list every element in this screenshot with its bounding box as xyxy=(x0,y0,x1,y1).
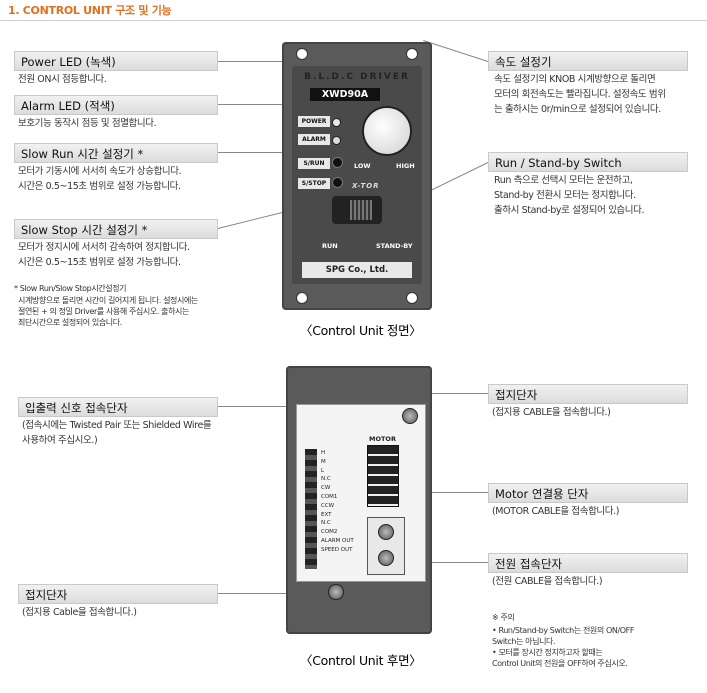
footnote-desc-1: 시계방향으로 돌리면 시간이 길어지게 됩니다. 설정시에는 xyxy=(18,296,198,305)
footnote-desc-2: 절연된 + 의 정밀 Driver를 사용해 주십시오. 출하시는 xyxy=(18,307,189,316)
leader-line xyxy=(218,152,300,153)
slow-stop-desc-1: 모터가 정지시에 서서히 감속하여 정지합니다. xyxy=(18,242,190,253)
note-line-1: • Run/Stand-by Switch는 전원의 ON/OFF xyxy=(492,626,635,635)
leader-line xyxy=(218,406,296,407)
standby-label: STAND-BY xyxy=(376,242,413,250)
run-standby-desc-1: Run 측으로 선택시 모터는 운전하고, xyxy=(494,175,633,186)
power-tag: POWER xyxy=(298,116,330,127)
mount-hole xyxy=(296,48,308,60)
note-line-4: Control Unit의 전원을 OFF하여 주십시오. xyxy=(492,659,628,668)
run-standby-desc-3: 출하시 Stand-by로 설정되어 있습니다. xyxy=(494,205,645,216)
slow-run-title: Slow Run 시간 설정기 * xyxy=(14,143,218,163)
slow-stop-trimmer[interactable] xyxy=(332,177,343,188)
alarm-led-title: Alarm LED (적색) xyxy=(14,95,218,115)
note-title: ※ 주의 xyxy=(492,613,515,622)
speed-set-desc-2: 모터의 회전속도는 빨라집니다. 설정속도 범위 xyxy=(494,89,666,100)
run-standby-switch[interactable] xyxy=(332,196,382,224)
speed-set-desc-1: 속도 설정기의 KNOB 시계방향으로 돌리면 xyxy=(494,74,656,85)
slow-run-trimmer[interactable] xyxy=(332,157,343,168)
front-caption: 〈Control Unit 정면〉 xyxy=(300,323,422,338)
speed-set-title: 속도 설정기 xyxy=(488,51,688,71)
ground-bottom-title: 접지단자 xyxy=(18,584,218,604)
leader-line xyxy=(410,393,488,394)
model-label: XWD90A xyxy=(310,88,380,101)
alarm-led xyxy=(332,136,341,145)
maker-label: SPG Co., Ltd. xyxy=(302,262,412,278)
terminal-screw xyxy=(378,524,394,540)
power-led xyxy=(332,118,341,127)
ground-screw-bottom[interactable] xyxy=(328,584,344,600)
io-terminal-block xyxy=(305,449,317,569)
knob-low-label: LOW xyxy=(354,162,371,170)
ground-bottom-desc: (접지용 Cable을 접속합니다.) xyxy=(22,607,137,618)
control-unit-front: B.L.D.C DRIVER XWD90A POWER ALARM S/RUN … xyxy=(282,42,432,310)
run-standby-desc-2: Stand-by 전환시 모터는 정지합니다. xyxy=(494,190,636,201)
slow-run-tag: S/RUN xyxy=(298,158,330,169)
run-standby-title: Run / Stand-by Switch xyxy=(488,152,688,172)
footnote-title: * Slow Run/Slow Stop시간설정기 xyxy=(14,284,127,293)
note-line-2: Switch는 아닙니다. xyxy=(492,637,556,646)
ground-top-title: 접지단자 xyxy=(488,384,688,404)
slow-run-desc-1: 모터가 기동시에 서서히 속도가 상승합니다. xyxy=(18,166,182,177)
page-title: 1. CONTROL UNIT 구조 및 기능 xyxy=(8,4,172,17)
back-caption: 〈Control Unit 후면〉 xyxy=(300,653,422,668)
io-terminal-desc-2: 사용하여 주십시오.) xyxy=(22,435,98,446)
mount-hole xyxy=(406,292,418,304)
power-terminal-title: 전원 접속단자 xyxy=(488,553,688,573)
note-line-3: • 모터를 장시간 정지하고자 할때는 xyxy=(492,648,603,657)
slow-stop-desc-2: 시간은 0.5~15초 범위로 설정 가능합니다. xyxy=(18,257,181,268)
ground-top-desc: (접지용 CABLE을 접속합니다.) xyxy=(492,407,611,418)
slow-run-desc-2: 시간은 0.5~15초 범위로 설정 가능합니다. xyxy=(18,181,181,192)
io-terminal-desc-1: (접속시에는 Twisted Pair 또는 Shielded Wire를 xyxy=(22,420,212,431)
front-panel: B.L.D.C DRIVER XWD90A POWER ALARM S/RUN … xyxy=(292,66,422,284)
motor-conn-title: Motor 연결용 단자 xyxy=(488,483,688,503)
alarm-tag: ALARM xyxy=(298,134,330,145)
motor-connector[interactable] xyxy=(367,445,399,507)
leader-line xyxy=(218,593,328,594)
leader-line xyxy=(400,562,488,563)
title-divider xyxy=(0,20,707,21)
leader-line xyxy=(218,104,298,105)
switch-lever[interactable] xyxy=(350,200,372,220)
io-terminal-title: 입출력 신호 접속단자 xyxy=(18,397,218,417)
mount-hole xyxy=(406,48,418,60)
footnote-desc-3: 최단시간으로 설정되어 있습니다. xyxy=(18,318,122,327)
leader-line xyxy=(218,61,288,62)
leader-line xyxy=(390,492,488,493)
slow-stop-title: Slow Stop 시간 설정기 * xyxy=(14,219,218,239)
power-led-desc: 전원 ON시 점등합니다. xyxy=(18,74,107,85)
motor-conn-desc: (MOTOR CABLE을 접속합니다.) xyxy=(492,506,620,517)
run-label: RUN xyxy=(322,242,338,250)
knob-high-label: HIGH xyxy=(396,162,415,170)
brand-label: B.L.D.C DRIVER xyxy=(304,72,410,82)
power-terminal-desc: (전원 CABLE을 접속합니다.) xyxy=(492,576,603,587)
speed-set-desc-3: 는 출하시는 0r/min으로 설정되어 있습니다. xyxy=(494,104,661,115)
terminal-screw xyxy=(378,550,394,566)
mount-hole xyxy=(296,292,308,304)
speed-knob[interactable] xyxy=(362,106,412,156)
slow-stop-tag: S/STOP xyxy=(298,178,330,189)
motor-label: MOTOR xyxy=(369,435,396,443)
alarm-led-desc: 보호기능 동작시 점등 및 점멸합니다. xyxy=(18,118,157,129)
power-led-title: Power LED (녹색) xyxy=(14,51,218,71)
leader-line xyxy=(423,40,489,62)
xtor-logo: X-TOR xyxy=(352,182,380,190)
ground-screw-top[interactable] xyxy=(402,408,418,424)
power-terminal-block[interactable] xyxy=(367,517,405,575)
